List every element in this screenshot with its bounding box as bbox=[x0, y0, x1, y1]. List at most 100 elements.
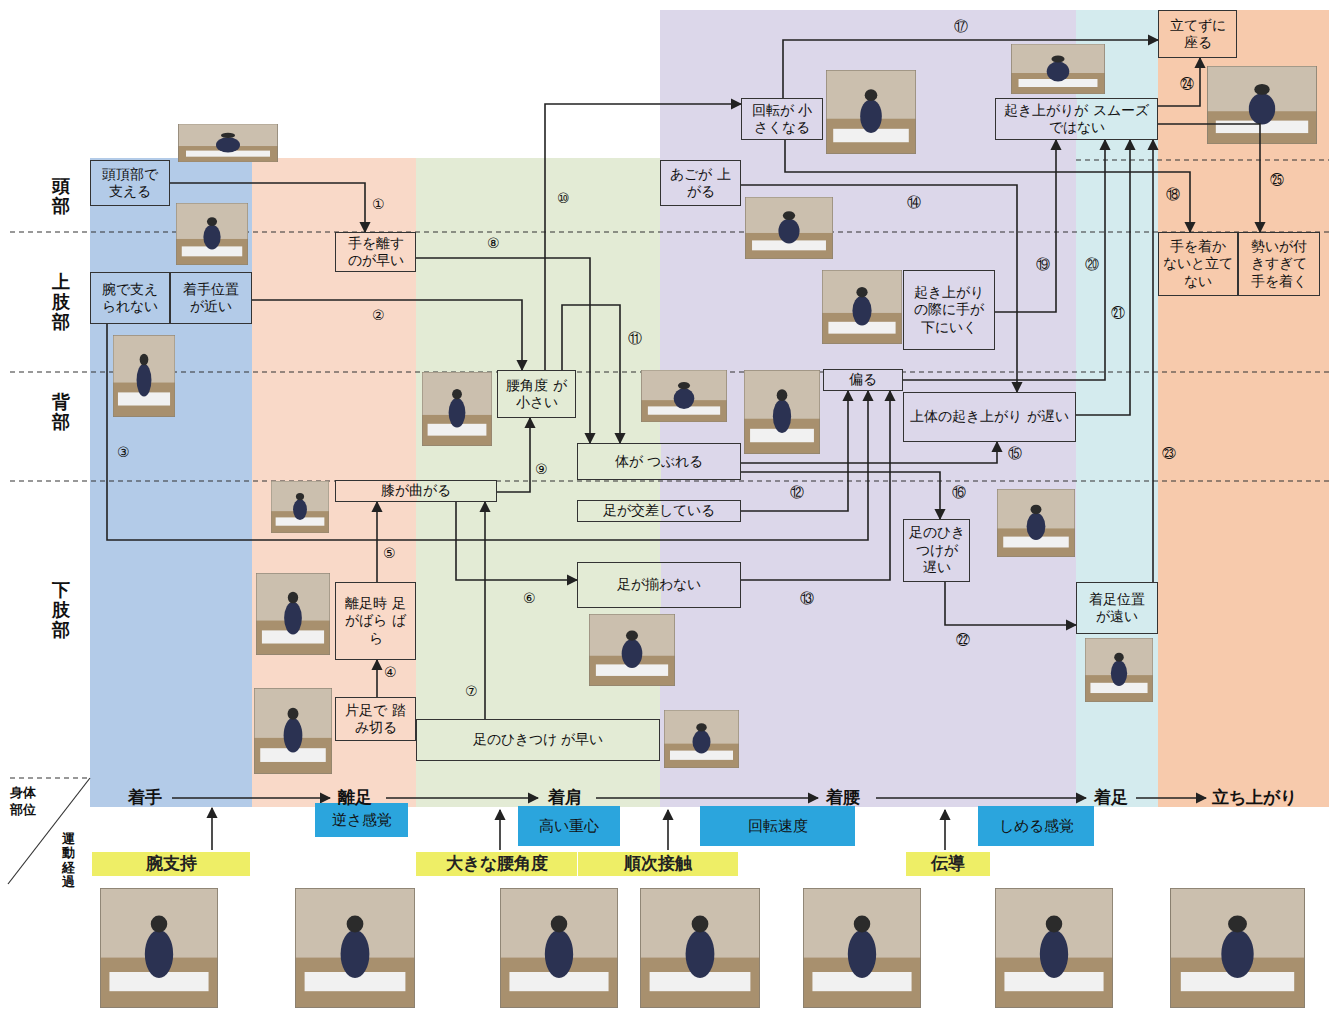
callout-number: ④ bbox=[384, 664, 397, 680]
box-text: あごが 上がる bbox=[665, 166, 736, 201]
box-text: 足のひき つけが 遅い bbox=[908, 524, 965, 577]
box-text: 大きな腰角度 bbox=[446, 853, 548, 874]
photo bbox=[641, 370, 727, 422]
cause-box: 着手位置 が近い bbox=[170, 272, 252, 324]
phase-label: 着腰 bbox=[826, 787, 860, 808]
photo bbox=[1085, 638, 1153, 702]
callout-number: ① bbox=[372, 196, 385, 212]
photo bbox=[176, 203, 248, 265]
row-label: 背部 bbox=[52, 392, 70, 432]
callout-number: ⑯ bbox=[952, 484, 966, 500]
callout-number: ⑦ bbox=[465, 683, 478, 699]
cause-box: 頭頂部で 支える bbox=[90, 160, 170, 206]
cause-arrow bbox=[1158, 124, 1260, 232]
axis-label: 身体 部位 bbox=[10, 785, 38, 819]
cause-box: 膝が曲がる bbox=[335, 480, 497, 502]
cause-arrow bbox=[545, 104, 741, 370]
row-label: 上肢部 bbox=[52, 272, 70, 331]
cause-arrow bbox=[1076, 140, 1130, 415]
cause-arrow bbox=[1158, 58, 1200, 106]
cause-box: あごが 上がる bbox=[660, 160, 741, 206]
box-text: 膝が曲がる bbox=[381, 482, 451, 500]
row-label: 下肢部 bbox=[52, 580, 70, 639]
cause-arrow bbox=[1152, 140, 1154, 582]
corner-diagonal bbox=[8, 778, 90, 884]
photo bbox=[271, 481, 329, 533]
cause-box: 勢いが付 きすぎて 手を着く bbox=[1238, 232, 1320, 296]
cause-arrow bbox=[416, 258, 590, 443]
box-text: 勢いが付 きすぎて 手を着く bbox=[1243, 238, 1315, 291]
photo bbox=[826, 70, 916, 154]
box-text: 片足で 踏み切る bbox=[340, 702, 411, 737]
cause-arrow bbox=[456, 502, 577, 580]
box-text: 頭頂部で 支える bbox=[95, 166, 165, 201]
cause-arrow bbox=[903, 140, 1105, 380]
photo bbox=[640, 888, 760, 1008]
callout-number: ③ bbox=[117, 444, 130, 460]
skill-box: 大きな腰角度 bbox=[416, 852, 577, 876]
cause-arrow bbox=[107, 324, 868, 540]
callout-number: ⑳ bbox=[1085, 256, 1099, 272]
phase-label: 離足 bbox=[338, 787, 372, 808]
cause-arrow bbox=[995, 140, 1056, 312]
box-text: 順次接触 bbox=[624, 853, 692, 874]
photo bbox=[822, 270, 902, 344]
cause-box: 体が つぶれる bbox=[577, 443, 741, 480]
phase-label: 立ち上がり bbox=[1212, 787, 1297, 808]
box-text: 立てずに 座る bbox=[1163, 17, 1232, 52]
cause-box: 手を離す のが早い bbox=[335, 232, 416, 272]
callout-number: ⑨ bbox=[535, 461, 548, 477]
box-text: 着手位置 が近い bbox=[175, 281, 247, 316]
callout-number: ② bbox=[372, 307, 385, 323]
cause-box: 足が交差している bbox=[577, 500, 741, 522]
box-text: 回転速度 bbox=[748, 817, 808, 836]
box-text: 手を離す のが早い bbox=[340, 235, 411, 270]
cause-arrow bbox=[945, 582, 1076, 625]
cause-arrow bbox=[484, 502, 486, 719]
cause-arrow bbox=[741, 472, 940, 519]
cause-arrow bbox=[497, 418, 530, 492]
photo bbox=[178, 124, 278, 162]
box-text: 足のひきつけ が早い bbox=[473, 731, 603, 749]
box-text: 偏る bbox=[849, 371, 877, 389]
cause-arrow bbox=[252, 300, 522, 370]
box-text: しめる感覚 bbox=[999, 817, 1074, 836]
cause-box: 腰角度 が小さい bbox=[497, 370, 576, 418]
sense-box: 高い重心 bbox=[518, 806, 620, 846]
box-text: 高い重心 bbox=[539, 817, 599, 836]
cause-box: 起き上がりが スムーズではない bbox=[995, 98, 1158, 140]
box-text: 離足時 足がばら ばら bbox=[340, 595, 411, 648]
cause-arrow bbox=[376, 660, 378, 697]
cause-arrow bbox=[741, 391, 848, 511]
photo bbox=[1011, 44, 1105, 94]
callout-number: ⑮ bbox=[1008, 445, 1022, 461]
phase-label: 着手 bbox=[128, 787, 162, 808]
cause-box: 足が揃わない bbox=[577, 562, 741, 608]
skill-box: 伝導 bbox=[906, 852, 990, 876]
sense-box: しめる感覚 bbox=[978, 806, 1094, 846]
row-divider bbox=[10, 160, 1329, 778]
callout-number: ⑩ bbox=[557, 190, 570, 206]
callout-number: ⑲ bbox=[1036, 256, 1050, 272]
box-text: 逆さ感覚 bbox=[332, 811, 392, 830]
cause-arrow bbox=[741, 185, 1017, 392]
cause-box: 起き上がり の際に手が 下にいく bbox=[903, 270, 995, 350]
phase-label: 着足 bbox=[1094, 787, 1128, 808]
callout-number: ㉑ bbox=[1111, 305, 1125, 321]
callout-number: ⑰ bbox=[954, 18, 968, 34]
cause-arrow bbox=[376, 502, 378, 582]
callout-number: ⑤ bbox=[383, 545, 396, 561]
callout-number: ⑭ bbox=[907, 194, 921, 210]
sense-box: 逆さ感覚 bbox=[315, 803, 408, 837]
timeline-arrow bbox=[172, 798, 1206, 850]
cause-box: 腕で支え られない bbox=[90, 272, 170, 324]
skill-box: 腕支持 bbox=[92, 852, 250, 876]
cause-arrow bbox=[170, 183, 365, 232]
photo bbox=[422, 372, 492, 446]
cause-arrow bbox=[783, 40, 1158, 98]
phase-band bbox=[1158, 10, 1329, 807]
cause-box: 足のひきつけ が早い bbox=[416, 719, 660, 761]
box-text: 腰角度 が小さい bbox=[502, 377, 571, 412]
photo bbox=[1207, 66, 1317, 144]
callout-number: ⑱ bbox=[1166, 186, 1180, 202]
